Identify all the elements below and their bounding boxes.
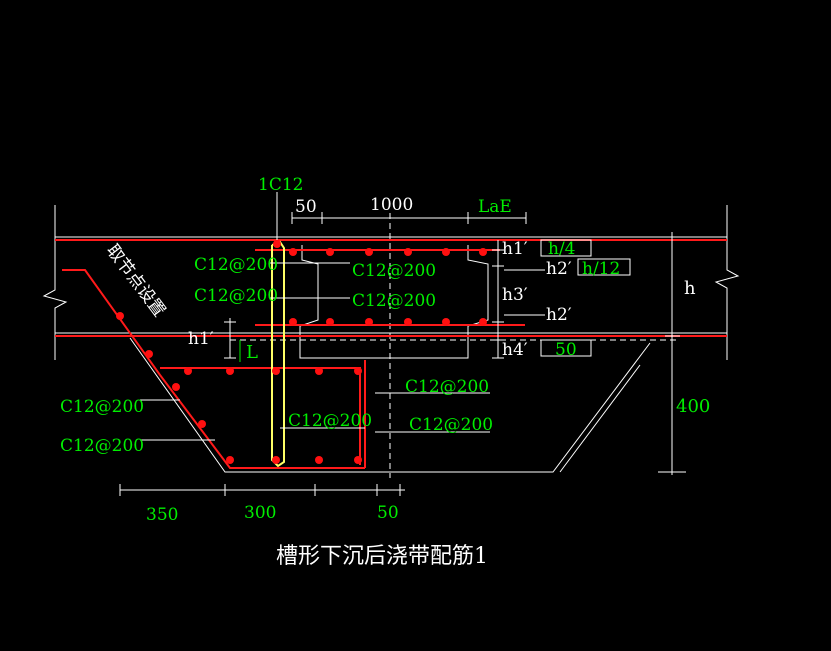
top-bar-label: 1C12: [258, 175, 303, 195]
h1-left-label: h1′: [188, 329, 214, 349]
h2-lower-label: h2′: [546, 305, 572, 325]
h2-value-box: [577, 258, 631, 276]
h1-right-value: h/4: [548, 239, 576, 259]
slab-top-rebar-mid: C12@200: [352, 261, 436, 281]
slab-bot-rebar-mid: C12@200: [352, 291, 436, 311]
l-label: L: [246, 342, 258, 363]
h4-value-box: [540, 339, 592, 357]
dim-400: 400: [676, 396, 710, 417]
trough-inner-rebar: C12@200: [288, 411, 372, 431]
slab-top-rebar-left: C12@200: [194, 255, 278, 275]
h1-right-label: h1′: [502, 239, 528, 259]
h2-upper-value: h/12: [582, 259, 620, 279]
slab-bot-rebar-left: C12@200: [194, 286, 278, 306]
dimension-lines: [119, 192, 686, 496]
h2-upper-label: h2′: [546, 259, 572, 279]
rebar-dots: [116, 240, 487, 464]
dim-50-bottom: 50: [377, 503, 399, 523]
dim-300: 300: [244, 503, 276, 523]
h3-right-label: h3′: [502, 285, 528, 305]
trough-right-rebar-2: C12@200: [409, 415, 493, 435]
dim-lae: LaE: [478, 197, 512, 217]
h4-right-label: h4′: [502, 340, 528, 360]
center-vertical-bar: [271, 240, 285, 468]
trough-slope-rebar-1: C12@200: [60, 397, 144, 417]
drawing-title: 槽形下沉后浇带配筋1: [276, 544, 488, 569]
h1-value-box: [540, 239, 592, 257]
dim-350: 350: [146, 505, 178, 525]
h4-right-value: 50: [555, 340, 577, 360]
dim-1000: 1000: [370, 195, 413, 215]
trough-slope-rebar-2: C12@200: [60, 436, 144, 456]
trough-right-rebar-1: C12@200: [405, 377, 489, 397]
dim-50-top: 50: [295, 197, 317, 217]
total-height-label: h: [684, 278, 696, 299]
concrete-outline: [42, 205, 740, 478]
